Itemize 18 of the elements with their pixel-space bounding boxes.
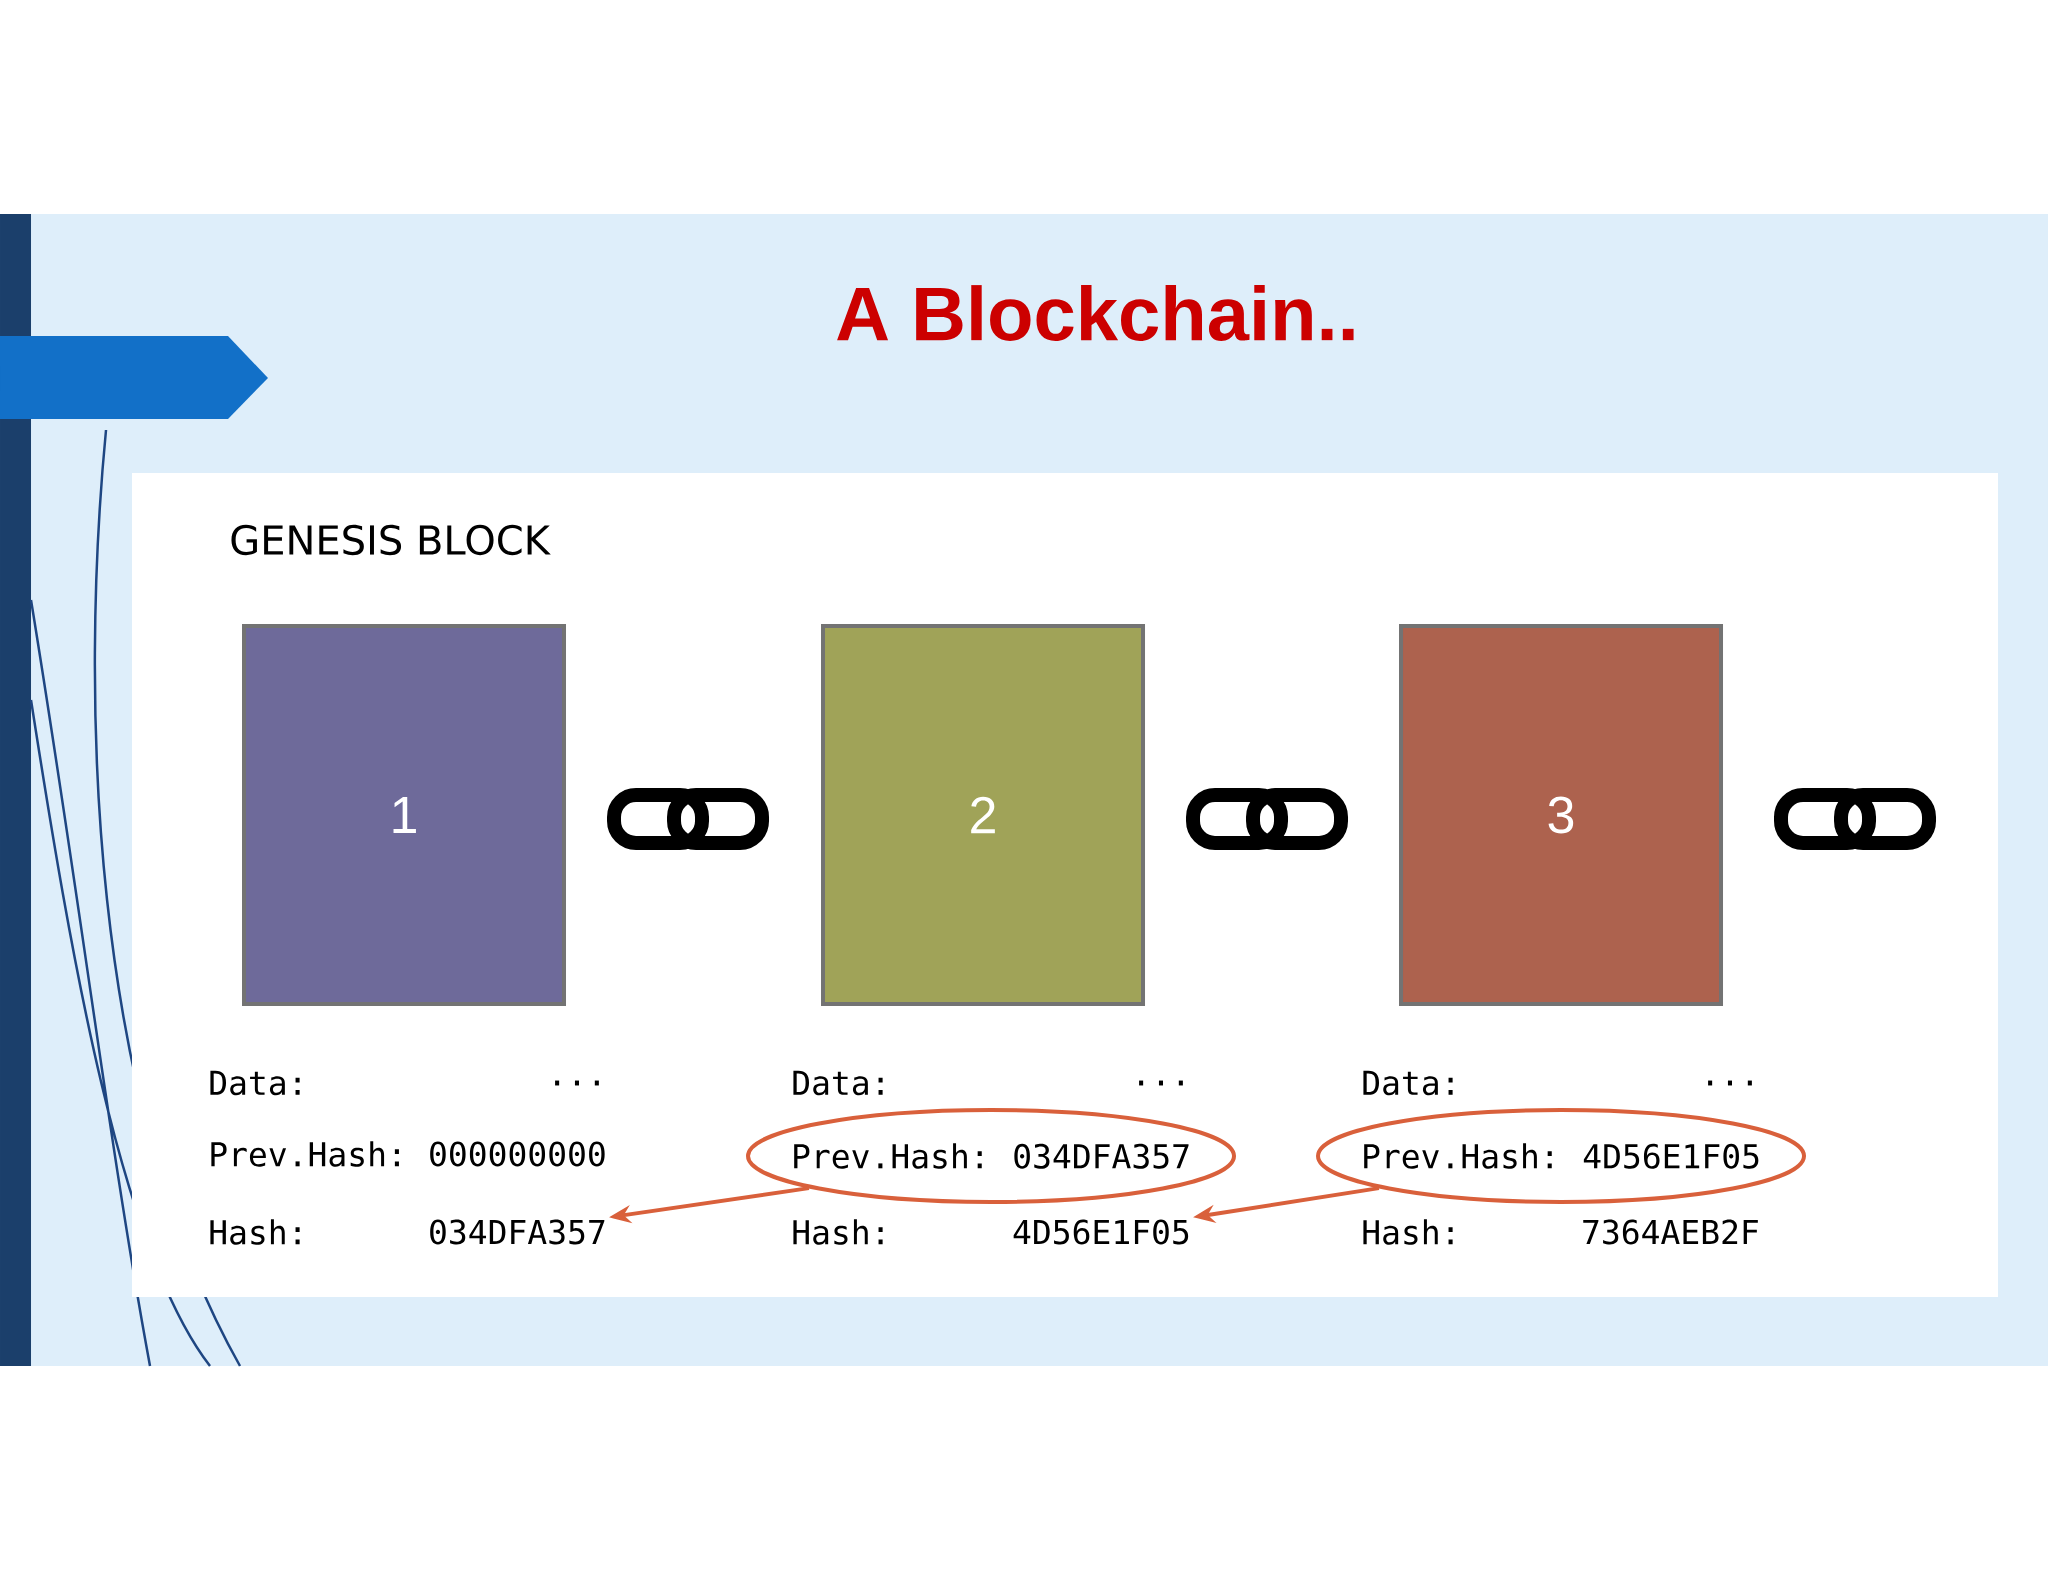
field-label: Data: <box>793 1070 883 1096</box>
field-value: 000000000 <box>430 1141 605 1167</box>
field-label: Hash: <box>1363 1219 1453 1245</box>
field-label: Hash: <box>793 1219 883 1245</box>
field-value: ... <box>555 1080 599 1086</box>
field-label: Data: <box>210 1070 300 1096</box>
field-label: Data: <box>1363 1070 1453 1096</box>
title: A Blockchain.. <box>837 285 1354 341</box>
field-label: Prev.Hash: <box>211 1141 399 1167</box>
field-label: Hash: <box>210 1219 300 1245</box>
field-value: ... <box>1708 1080 1752 1086</box>
field-value: ... <box>1139 1080 1183 1086</box>
heading: GENESIS BLOCK <box>231 524 551 556</box>
block-box: 1 <box>242 624 566 1006</box>
hash-value: 4D56E1F05 <box>1013 1219 1189 1245</box>
hash-value: 034DFA357 <box>430 1219 605 1245</box>
block-box: 2 <box>821 624 1145 1006</box>
block-box: 3 <box>1399 624 1723 1006</box>
